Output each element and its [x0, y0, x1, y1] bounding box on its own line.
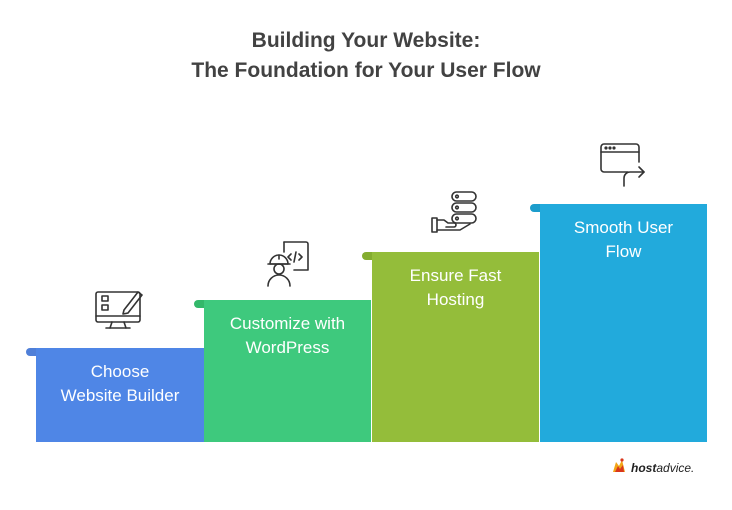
step-1-label: Choose Website Builder: [60, 362, 180, 405]
step-choose-website-builder: Choose Website Builder: [26, 291, 204, 442]
step-3-block: [372, 252, 539, 442]
developer-icon: [264, 238, 316, 288]
title-line-2: The Foundation for Your User Flow: [191, 59, 541, 82]
hostadvice-brand: hostadvice.: [610, 457, 695, 480]
step-2-label: Customize with WordPress: [229, 314, 346, 357]
title-line-1: Building Your Website:: [251, 29, 481, 52]
hostadvice-logo-icon: [610, 457, 628, 480]
browser-redirect-icon: [598, 142, 650, 192]
step-ensure-fast-hosting: Ensure Fast Hosting: [362, 191, 539, 442]
server-hosting-icon: [430, 190, 482, 240]
hostadvice-wordmark: hostadvice.: [631, 461, 695, 475]
website-builder-icon: [94, 286, 146, 336]
step-4-label: Smooth User Flow: [573, 218, 674, 261]
step-customize-wordpress: Customize with WordPress: [194, 241, 371, 442]
step-smooth-user-flow: Smooth User Flow: [530, 143, 707, 442]
step-2-block: [204, 300, 371, 442]
step-1-block: [36, 348, 204, 442]
step-3-label: Ensure Fast Hosting: [409, 266, 502, 309]
step-4-block: [540, 204, 707, 442]
